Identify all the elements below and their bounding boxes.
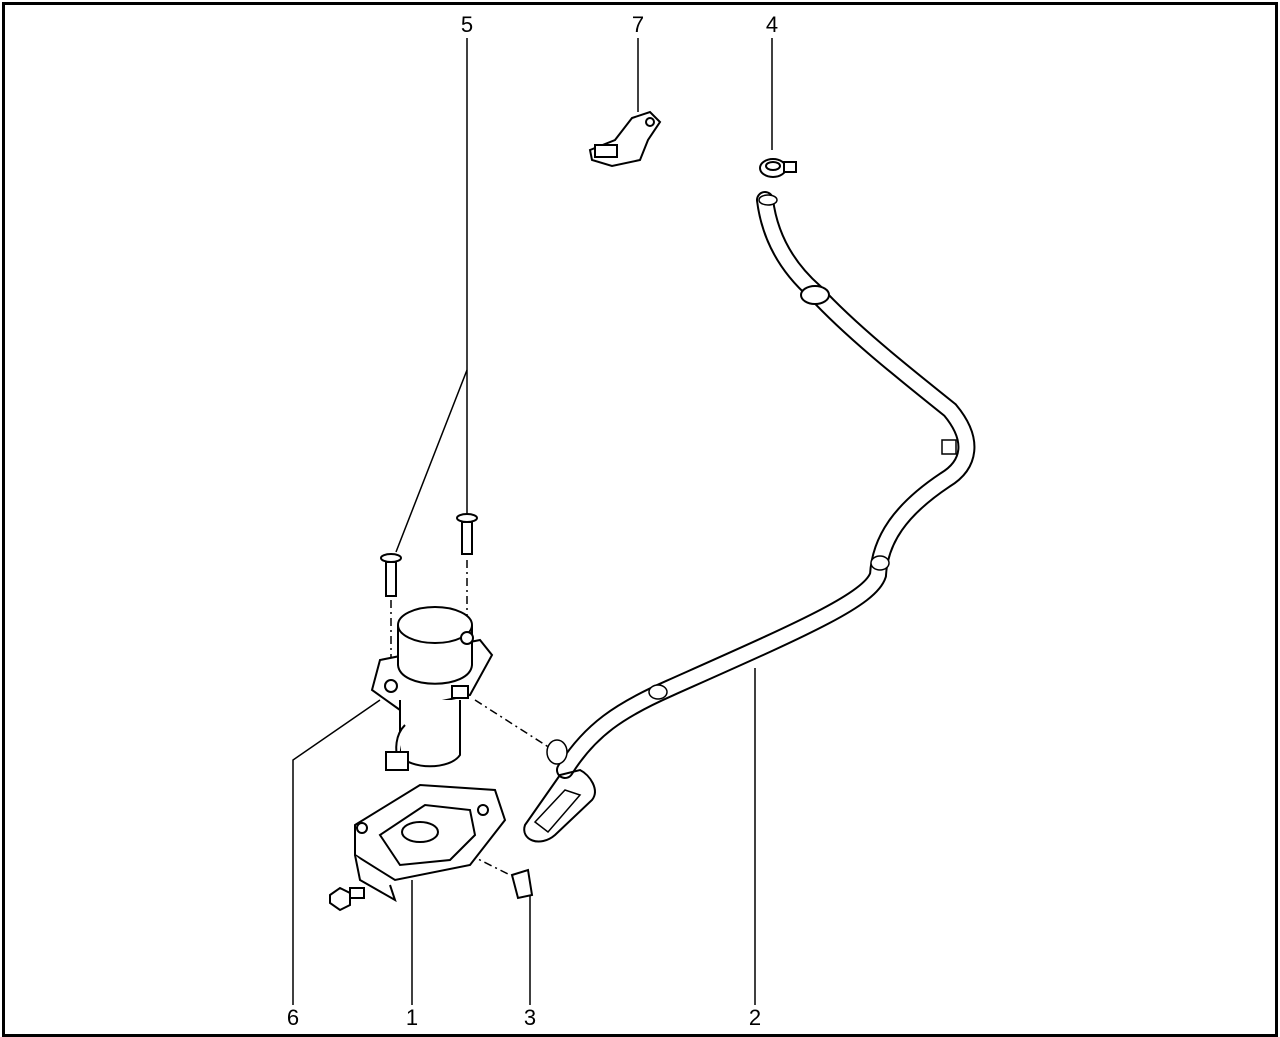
fasteners (329, 868, 534, 912)
callout-2: 2 (748, 1005, 762, 1030)
hose-clamp (759, 158, 797, 178)
callout-4: 4 (765, 12, 779, 37)
vacuum-pump (370, 606, 494, 771)
callout-6: 6 (286, 1005, 300, 1030)
callout-7: 7 (631, 12, 645, 37)
pressure-sensor (588, 110, 662, 168)
bolts (380, 513, 478, 597)
callout-5: 5 (460, 12, 474, 37)
pump-bracket (354, 783, 507, 903)
callout-3: 3 (523, 1005, 537, 1030)
callout-1: 1 (405, 1005, 419, 1030)
vacuum-hose (523, 191, 976, 843)
